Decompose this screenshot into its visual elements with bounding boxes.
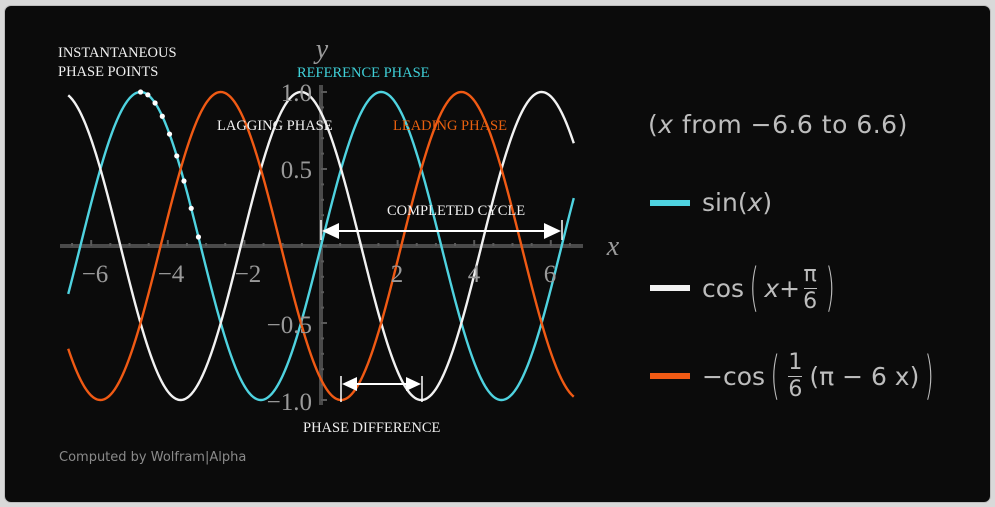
tick-labels: −6 −4 −2 2 4 6 1.0 0.5 −0.5 −1.0 — [82, 80, 557, 416]
phase-point — [195, 234, 202, 240]
legend-swatch-cyan — [650, 199, 690, 206]
instantaneous-label-line2: PHASE POINTS — [58, 64, 159, 80]
svg-text:0.5: 0.5 — [281, 157, 312, 184]
y-axis-label: y — [313, 34, 329, 65]
phase-point — [188, 205, 194, 211]
legend-item-sin: sin(x) — [650, 188, 772, 217]
phase-point — [152, 100, 158, 106]
neg-cos-curve — [67, 90, 575, 402]
svg-text:−1.0: −1.0 — [267, 389, 312, 416]
lagging-phase-label: LAGGING PHASE — [217, 118, 333, 134]
svg-text:4: 4 — [468, 261, 481, 288]
legend-swatch-white — [650, 285, 690, 291]
completed-cycle-arrow — [320, 220, 563, 240]
phase-point — [166, 131, 173, 137]
phase-point — [181, 178, 187, 184]
phase-point — [145, 92, 151, 98]
svg-text:1.0: 1.0 — [281, 80, 312, 107]
svg-text:−0.5: −0.5 — [267, 312, 312, 339]
phase-point — [174, 153, 180, 159]
svg-text:−6: −6 — [82, 261, 109, 288]
chart-frame — [4, 5, 991, 503]
phase-point — [138, 89, 144, 95]
svg-text:2: 2 — [391, 261, 404, 288]
wolfram-credit: Computed by Wolfram|Alpha — [59, 450, 247, 465]
instantaneous-label-line1: INSTANTANEOUS — [58, 45, 177, 61]
phase-point — [159, 113, 165, 119]
svg-text:6: 6 — [544, 261, 557, 288]
x-axis-label: x — [606, 231, 620, 262]
legend-swatch-orange — [650, 373, 690, 379]
phase-difference-arrow — [340, 376, 423, 402]
reference-phase-label: REFERENCE PHASE — [297, 65, 430, 81]
leading-phase-label: LEADING PHASE — [393, 118, 507, 134]
sin-curve — [67, 90, 575, 402]
svg-text:−4: −4 — [158, 261, 185, 288]
instantaneous-phase-points — [138, 89, 202, 240]
svg-text:−2: −2 — [235, 261, 262, 288]
completed-cycle-label: COMPLETED CYCLE — [387, 203, 526, 219]
x-range-label: (x from −6.6 to 6.6) — [648, 110, 908, 139]
phase-difference-label: PHASE DIFFERENCE — [303, 420, 441, 436]
cos-shifted-curve — [67, 90, 575, 402]
instantaneous-phase-label: INSTANTANEOUS PHASE POINTS — [58, 44, 177, 82]
